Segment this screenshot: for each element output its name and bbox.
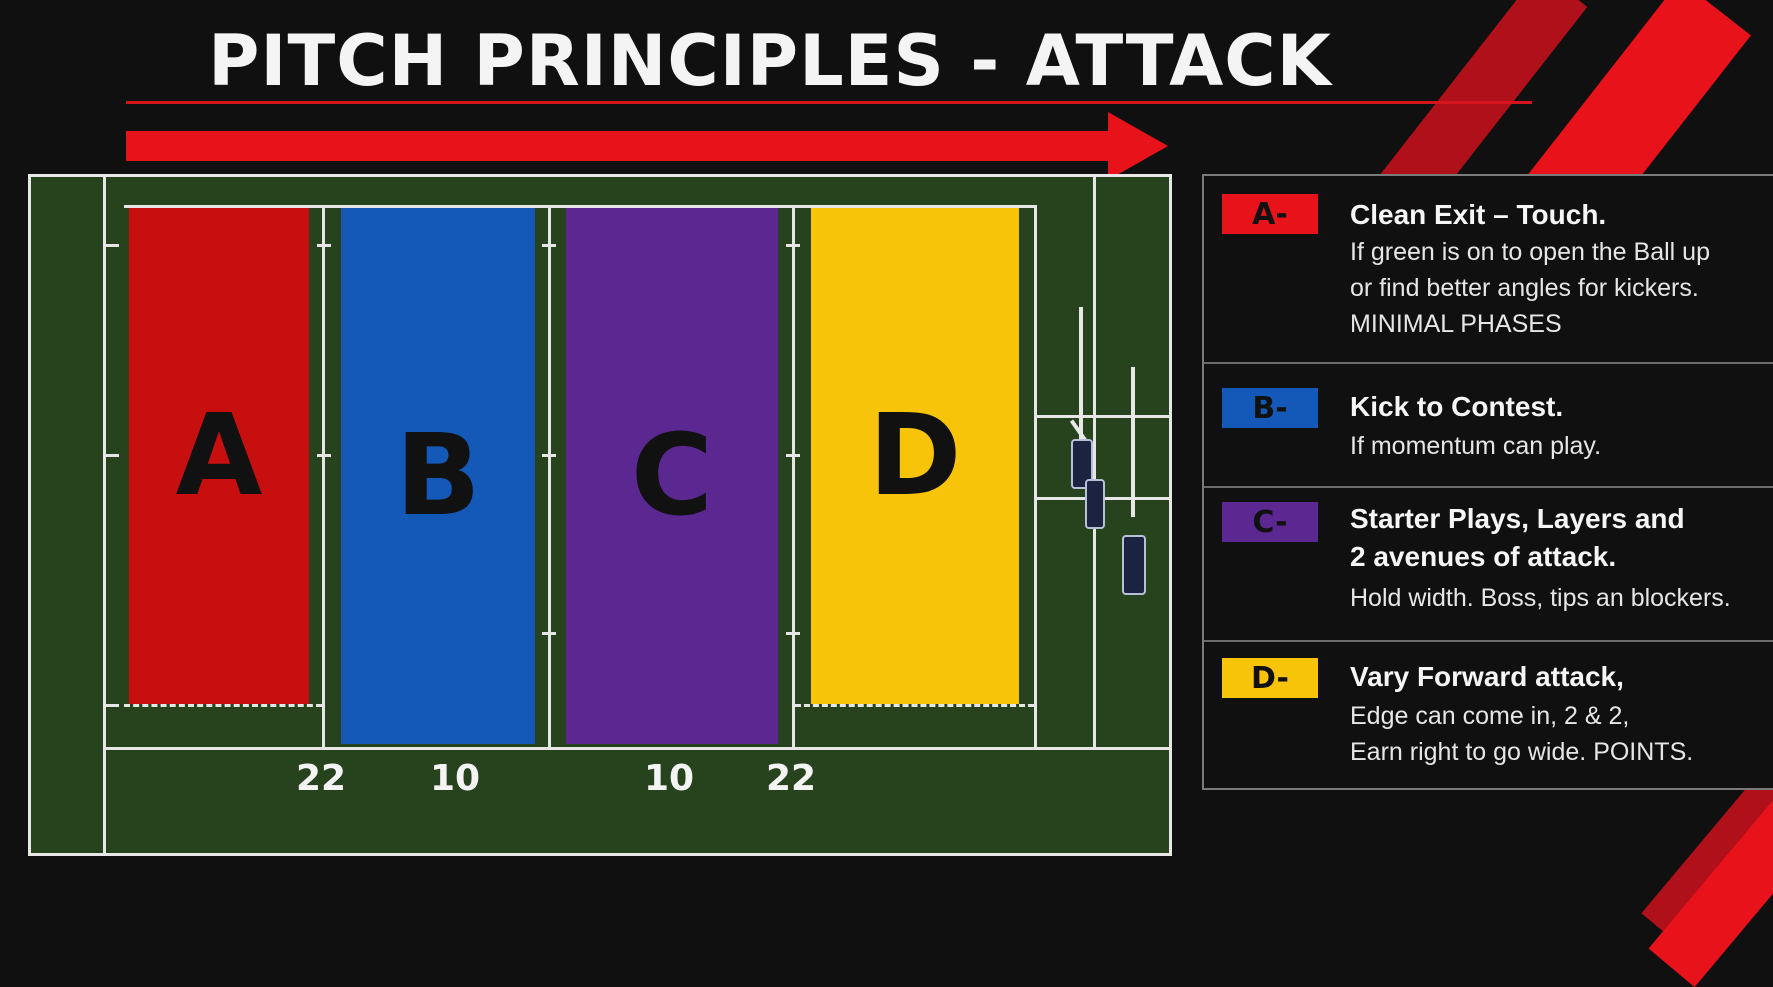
line-22-right	[792, 205, 795, 747]
channel-divider-1	[1034, 415, 1169, 418]
marking-22-right: 22	[766, 758, 817, 799]
legend-desc-d-2: Earn right to go wide. POINTS.	[1350, 738, 1694, 766]
tick-mark	[317, 454, 331, 457]
line-halfway	[548, 205, 551, 747]
line-22-left	[322, 205, 325, 747]
marking-10-right: 10	[644, 758, 695, 799]
legend-badge-b: B-	[1222, 388, 1318, 428]
tick-mark	[542, 454, 556, 457]
legend-desc-d-1: Edge can come in, 2 & 2,	[1350, 702, 1630, 730]
legend-desc-a-1: If green is on to open the Ball up	[1350, 238, 1710, 266]
touch-line	[103, 747, 1169, 750]
legend-item-d: D- Vary Forward attack, Edge can come in…	[1204, 642, 1773, 792]
tick-mark	[317, 244, 331, 247]
legend-desc-c-1: Hold width. Boss, tips an blockers.	[1350, 584, 1731, 612]
arrow-head-icon	[1108, 112, 1168, 180]
legend-title-b: Kick to Contest.	[1350, 391, 1564, 422]
zone-b[interactable]: B	[341, 208, 535, 744]
legend-panel: A- Clean Exit – Touch. If green is on to…	[1202, 174, 1773, 790]
legend-title-d: Vary Forward attack,	[1350, 661, 1624, 692]
tick-mark	[542, 632, 556, 635]
goal-area-line	[1034, 205, 1037, 747]
attack-direction-arrow	[126, 131, 1116, 161]
zone-a-label: A	[175, 391, 263, 521]
zone-b-label: B	[395, 411, 481, 541]
tick-mark	[786, 454, 800, 457]
tick-mark	[103, 454, 119, 457]
tick-mark	[542, 244, 556, 247]
legend-title-a: Clean Exit – Touch.	[1350, 199, 1607, 230]
legend-badge-d: D-	[1222, 658, 1318, 698]
marking-22-left: 22	[296, 758, 347, 799]
zone-d-label: D	[868, 391, 962, 521]
legend-badge-c: C-	[1222, 502, 1318, 542]
zone-c-label: C	[630, 411, 714, 541]
legend-item-a: A- Clean Exit – Touch. If green is on to…	[1204, 176, 1773, 364]
post-pad-icon	[1071, 439, 1093, 489]
five-metre-line	[124, 205, 1034, 208]
post-pad-icon	[1085, 479, 1105, 529]
rugby-pitch: A B C D	[28, 174, 1172, 856]
tick-mark	[786, 632, 800, 635]
legend-desc-b-1: If momentum can play.	[1350, 432, 1602, 460]
tick-mark	[103, 704, 119, 707]
legend-title-c-1: Starter Plays, Layers and	[1350, 503, 1685, 534]
title-underline	[126, 101, 1532, 104]
goal-post-icon	[1131, 367, 1135, 517]
post-pad-icon	[1122, 535, 1146, 595]
page-title: PITCH PRINCIPLES - ATTACK	[208, 20, 1332, 102]
zone-d[interactable]: D	[811, 208, 1019, 704]
goal-post-icon	[1079, 307, 1083, 467]
legend-item-b: B- Kick to Contest. If momentum can play…	[1204, 364, 1773, 488]
tick-mark	[103, 244, 119, 247]
marking-10-left: 10	[430, 758, 481, 799]
dashed-line-left	[124, 704, 322, 707]
legend-badge-a: A-	[1222, 194, 1318, 234]
legend-desc-a-3: MINIMAL PHASES	[1350, 310, 1562, 338]
zone-c[interactable]: C	[566, 208, 778, 744]
tick-mark	[786, 244, 800, 247]
left-try-line	[103, 177, 106, 853]
dashed-line-right	[795, 704, 1034, 707]
legend-item-c: C- Starter Plays, Layers and 2 avenues o…	[1204, 488, 1773, 642]
legend-title-c-2: 2 avenues of attack.	[1350, 541, 1617, 572]
right-try-line	[1093, 177, 1096, 747]
legend-desc-a-2: or find better angles for kickers.	[1350, 274, 1699, 302]
zone-a[interactable]: A	[129, 208, 309, 704]
